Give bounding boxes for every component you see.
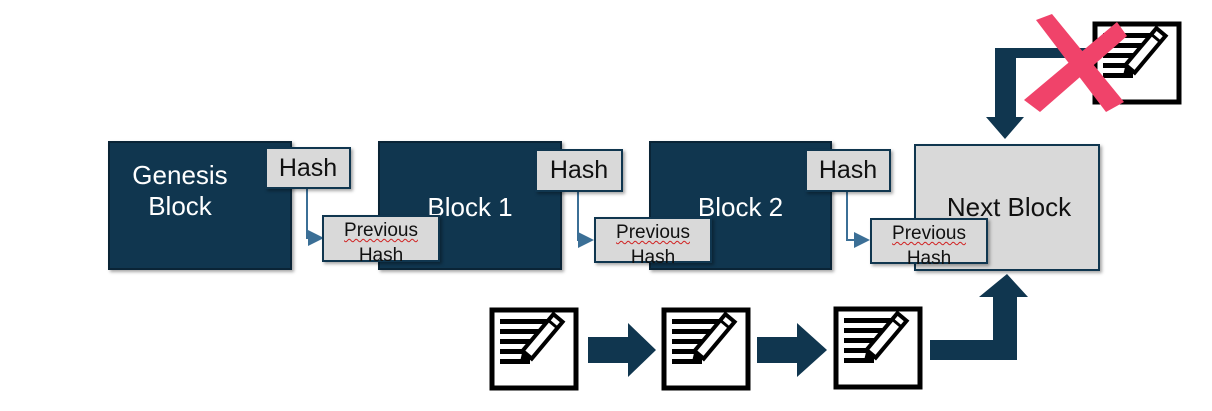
hash-box-block-1: Hash [535,149,623,192]
elbow-arrow-down-icon [986,48,1095,139]
hash-box-genesis: Hash [265,147,351,189]
document-edit-icon-2 [664,310,748,388]
hash-link-arrow-1 [306,188,324,246]
previous-hash-line2: Hash [358,245,404,266]
document-edit-icon-3 [836,309,920,387]
hash-link-arrow-3 [846,192,870,248]
block-1-label: Block 1 [427,192,513,222]
previous-hash-box-next-block: Previous Hash [870,218,988,269]
hash-label: Hash [278,153,338,182]
right-arrow-icon-1 [588,323,656,377]
previous-hash-box-block-1: Previous Hash [322,215,440,266]
right-arrow-icon-2 [757,323,827,377]
elbow-arrow-up-icon [930,274,1028,360]
hash-box-block-2: Hash [805,149,891,192]
document-edit-icon-1 [492,310,576,388]
genesis-block: Genesis Block [108,141,292,270]
genesis-block-label-line1: Genesis [132,159,228,190]
previous-hash-box-block-2: Previous Hash [594,217,712,268]
previous-hash-line2: Hash [630,247,676,268]
previous-hash-line1: Previous [616,222,690,243]
previous-hash-line2: Hash [906,248,952,269]
genesis-block-label-line2: Block [148,190,212,221]
previous-hash-line1: Previous [892,223,966,244]
next-block-label: Next Block [946,192,1072,222]
hash-label: Hash [549,156,609,184]
block-2-label: Block 2 [697,192,784,222]
reject-cross-icon [1024,14,1127,112]
previous-hash-line1: Previous [344,220,418,241]
hash-label: Hash [818,156,878,184]
block-1: Block 1 [378,141,562,270]
hash-link-arrow-2 [577,192,594,248]
